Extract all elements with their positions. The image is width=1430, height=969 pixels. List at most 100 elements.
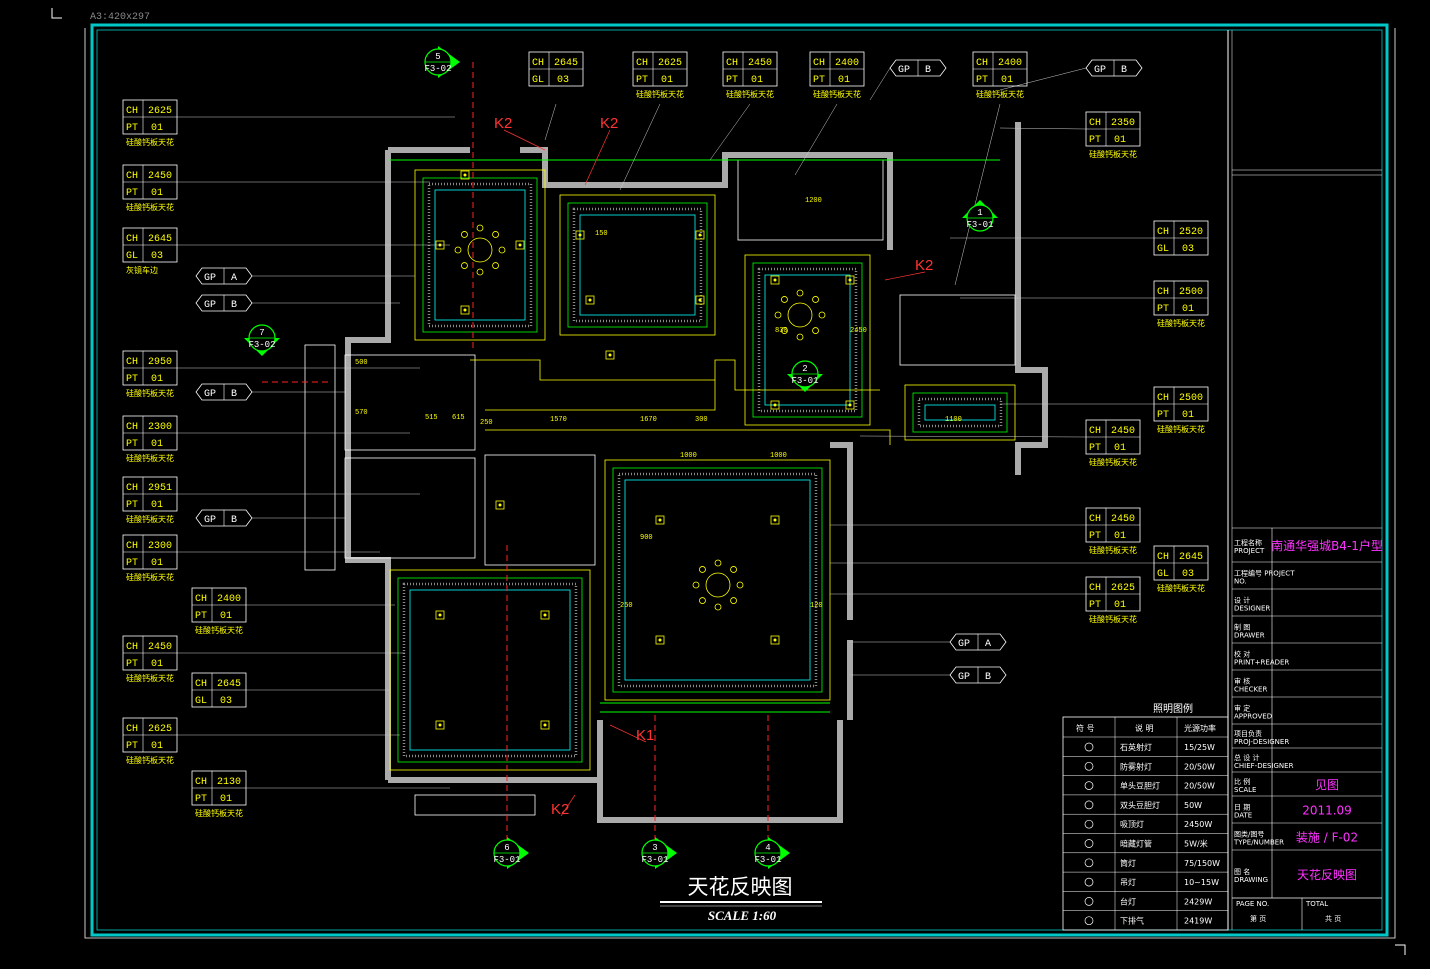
section-marker: 5F3-02: [424, 46, 460, 78]
legend-power: 15/25W: [1184, 743, 1215, 752]
ceiling-coffer: [604, 459, 831, 701]
gp-letter: B: [231, 300, 237, 311]
tag-note: 硅酸钙板天花: [195, 808, 243, 818]
downlight-icon: [770, 635, 780, 645]
downlight-icon: [540, 720, 550, 730]
titleblock-label-en: PROJECT: [1234, 547, 1265, 555]
tag-height: 2645: [1179, 552, 1203, 563]
tag-note: 硅酸钙板天花: [1157, 424, 1205, 434]
tag-code: CH: [1089, 118, 1101, 129]
section-marker: 7F3-02: [244, 324, 280, 356]
titleblock-value: 见图: [1315, 778, 1339, 792]
tag-code: GL: [126, 251, 138, 262]
section-number: 1: [977, 208, 982, 218]
tag-code: CH: [126, 106, 138, 117]
tag-code: PT: [126, 123, 138, 134]
titleblock-label: 日 期: [1234, 804, 1250, 812]
tag-note: 硅酸钙板天花: [126, 137, 174, 147]
legend-power: 20/50W: [1184, 762, 1215, 771]
tag-code: CH: [126, 541, 138, 552]
dimension-label: 500: [355, 359, 368, 367]
titleblock-label: 比 例: [1234, 777, 1250, 786]
tag-note: 硅酸钙板天花: [126, 453, 174, 463]
legend-row: 防雾射灯 20/50W: [1084, 761, 1215, 771]
tag-code: CH: [195, 777, 207, 788]
gp-code: GP: [898, 65, 910, 76]
downlight-icon: [460, 305, 470, 315]
tag-material: 01: [1182, 410, 1194, 421]
drawing-scale: SCALE 1:60: [708, 908, 777, 923]
gp-code: GP: [204, 300, 216, 311]
tag-note: 硅酸钙板天花: [1157, 583, 1205, 593]
tag-height: 2625: [148, 106, 172, 117]
tag-material: 01: [1114, 443, 1126, 454]
tag-material: 03: [557, 75, 569, 86]
gp-letter: B: [231, 515, 237, 526]
dimension-label: 570: [355, 409, 368, 417]
tag-height: 2300: [148, 422, 172, 433]
tag-height: 2130: [217, 777, 241, 788]
section-number: 6: [504, 843, 509, 853]
downlight-icon: [575, 230, 585, 240]
downlight-icon: [770, 400, 780, 410]
page-no-unit: 第 页: [1250, 914, 1266, 923]
tag-material: 01: [151, 741, 163, 752]
tag-note: 硅酸钙板天花: [1089, 614, 1137, 624]
section-marker: 6F3-01: [493, 837, 529, 869]
tag-code: GL: [532, 75, 544, 86]
tag-code: PT: [126, 500, 138, 511]
titleblock-label: 工程编号 PROJECT: [1234, 569, 1295, 578]
tag-note: 硅酸钙板天花: [976, 89, 1024, 99]
tag-material: 01: [1114, 135, 1126, 146]
ceiling-coffer: [904, 384, 1016, 441]
legend-power: 10~15W: [1184, 878, 1219, 887]
downlight-icon: [695, 295, 705, 305]
tag-material: 01: [1114, 531, 1126, 542]
tag-code: CH: [195, 594, 207, 605]
dimension-label: 300: [695, 416, 708, 424]
tag-code: CH: [126, 422, 138, 433]
section-sheet: F3-01: [493, 855, 520, 865]
gp-letter: B: [925, 65, 931, 76]
gp-code: GP: [204, 273, 216, 284]
downlight-icon: [540, 610, 550, 620]
tag-height: 2951: [148, 483, 172, 494]
tag-material: 01: [661, 75, 673, 86]
tag-code: GL: [1157, 244, 1169, 255]
gp-letter: B: [231, 389, 237, 400]
tag-height: 2520: [1179, 227, 1203, 238]
legend-desc: 筒灯: [1120, 858, 1136, 868]
legend-desc: 防雾射灯: [1120, 761, 1152, 771]
titleblock-label: 工程名称: [1234, 538, 1262, 547]
legend-title: 照明图例: [1153, 702, 1193, 715]
total-unit: 共 页: [1325, 914, 1341, 923]
fixture-symbol-icon: [1084, 781, 1094, 790]
tag-material: 03: [151, 251, 163, 262]
tag-height: 2645: [554, 58, 578, 69]
downlight-icon: [460, 170, 470, 180]
downlight-icon: [845, 400, 855, 410]
legend-desc: 石英射灯: [1120, 742, 1152, 752]
tag-material: 01: [151, 500, 163, 511]
tag-code: CH: [1157, 552, 1169, 563]
downlight-icon: [585, 295, 595, 305]
tag-code: PT: [126, 659, 138, 670]
legend-header-symbol: 符 号: [1076, 723, 1095, 733]
titleblock-label: 图类/图号: [1234, 830, 1264, 839]
tag-code: PT: [126, 188, 138, 199]
fixture-symbol-icon: [1084, 897, 1094, 906]
